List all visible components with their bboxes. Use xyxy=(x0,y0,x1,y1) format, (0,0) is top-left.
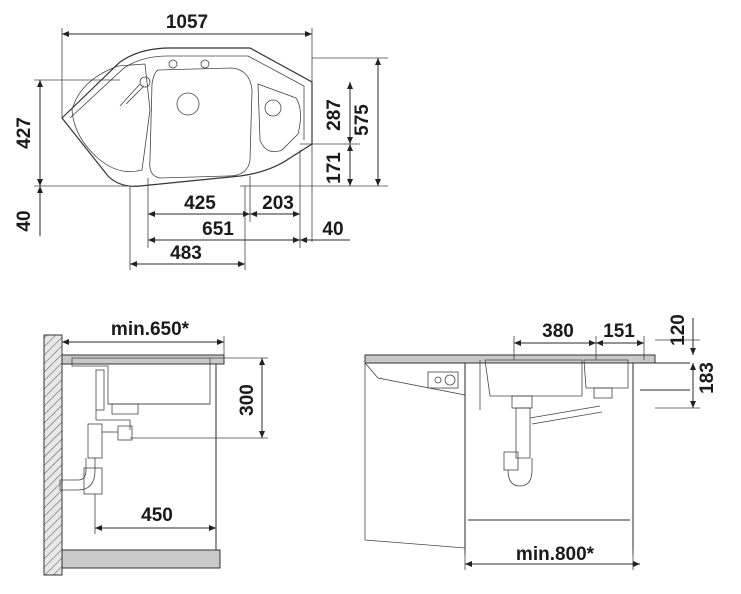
dim-203: 203 xyxy=(262,193,294,214)
tap-hole-1 xyxy=(168,59,178,69)
dim-575: 575 xyxy=(352,104,373,136)
dim-40-left: 40 xyxy=(14,210,35,231)
dim-287: 287 xyxy=(324,99,345,131)
dim-483: 483 xyxy=(170,243,202,264)
dim-427: 427 xyxy=(14,117,35,149)
main-bowl-side xyxy=(484,359,583,397)
dim-183: 183 xyxy=(697,362,718,394)
dim-min800: min.800* xyxy=(516,544,595,565)
dim-300: 300 xyxy=(237,384,258,416)
dim-151: 151 xyxy=(603,321,635,342)
small-bowl-side xyxy=(583,359,629,389)
right-bowl xyxy=(257,83,301,153)
dim-651: 651 xyxy=(202,219,234,240)
top-view: 1057 427 40 287 575 171 425 203 651 40 xyxy=(14,12,388,270)
side-view-right: 380 151 120 183 min.800* xyxy=(364,314,718,570)
dim-40-right: 40 xyxy=(322,219,343,240)
dim-171: 171 xyxy=(324,152,345,184)
dim-min650: min.650* xyxy=(111,319,190,340)
right-drain xyxy=(264,99,282,117)
worktop-right xyxy=(364,354,656,364)
dim-120: 120 xyxy=(668,314,689,346)
cabinet-floor xyxy=(61,549,221,569)
side-view-left: 300 min.650* 450 xyxy=(43,319,268,576)
wall xyxy=(43,334,63,576)
sink-bowl-left xyxy=(71,357,211,405)
dim-425: 425 xyxy=(184,193,216,214)
main-drain xyxy=(176,92,200,116)
tap-hole-2 xyxy=(200,59,210,69)
left-bowl xyxy=(71,63,151,173)
worktop xyxy=(61,354,225,365)
dim-1057: 1057 xyxy=(166,12,208,33)
dim-380: 380 xyxy=(542,321,574,342)
main-bowl xyxy=(149,67,253,179)
cabinet-door xyxy=(364,361,466,549)
sink-outline xyxy=(61,47,313,187)
dim-450: 450 xyxy=(141,505,173,526)
